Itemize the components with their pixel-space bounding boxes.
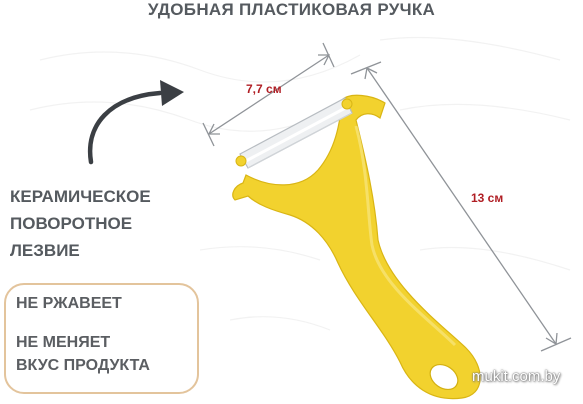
blade-label-line: КЕРАМИЧЕСКОЕ — [10, 187, 151, 206]
blade-label-line: ПОВОРОТНОЕ — [10, 214, 133, 233]
width-dimension-label: 7,7 см — [246, 82, 282, 96]
blade-label-line: ЛЕЗВИЕ — [10, 241, 80, 260]
peeler — [232, 94, 481, 400]
feature-no-taste-change-cont: ВКУС ПРОДУКТА — [16, 357, 150, 374]
feature-no-taste-change: НЕ МЕНЯЕТ — [16, 334, 111, 351]
features-box: НЕ РЖАВЕЕТ НЕ МЕНЯЕТ ВКУС ПРОДУКТА — [4, 283, 199, 394]
feature-no-rust: НЕ РЖАВЕЕТ — [16, 295, 122, 312]
blade-description: КЕРАМИЧЕСКОЕ ПОВОРОТНОЕ ЛЕЗВИЕ — [10, 183, 151, 264]
height-dimension-label: 13 см — [471, 191, 504, 205]
watermark: mukit.com.by — [472, 368, 561, 385]
width-dimension-line — [202, 42, 335, 147]
height-dimension-line — [350, 61, 572, 352]
page-title: УДОБНАЯ ПЛАСТИКОВАЯ РУЧКА — [147, 0, 436, 19]
curved-arrow-icon — [87, 80, 184, 165]
